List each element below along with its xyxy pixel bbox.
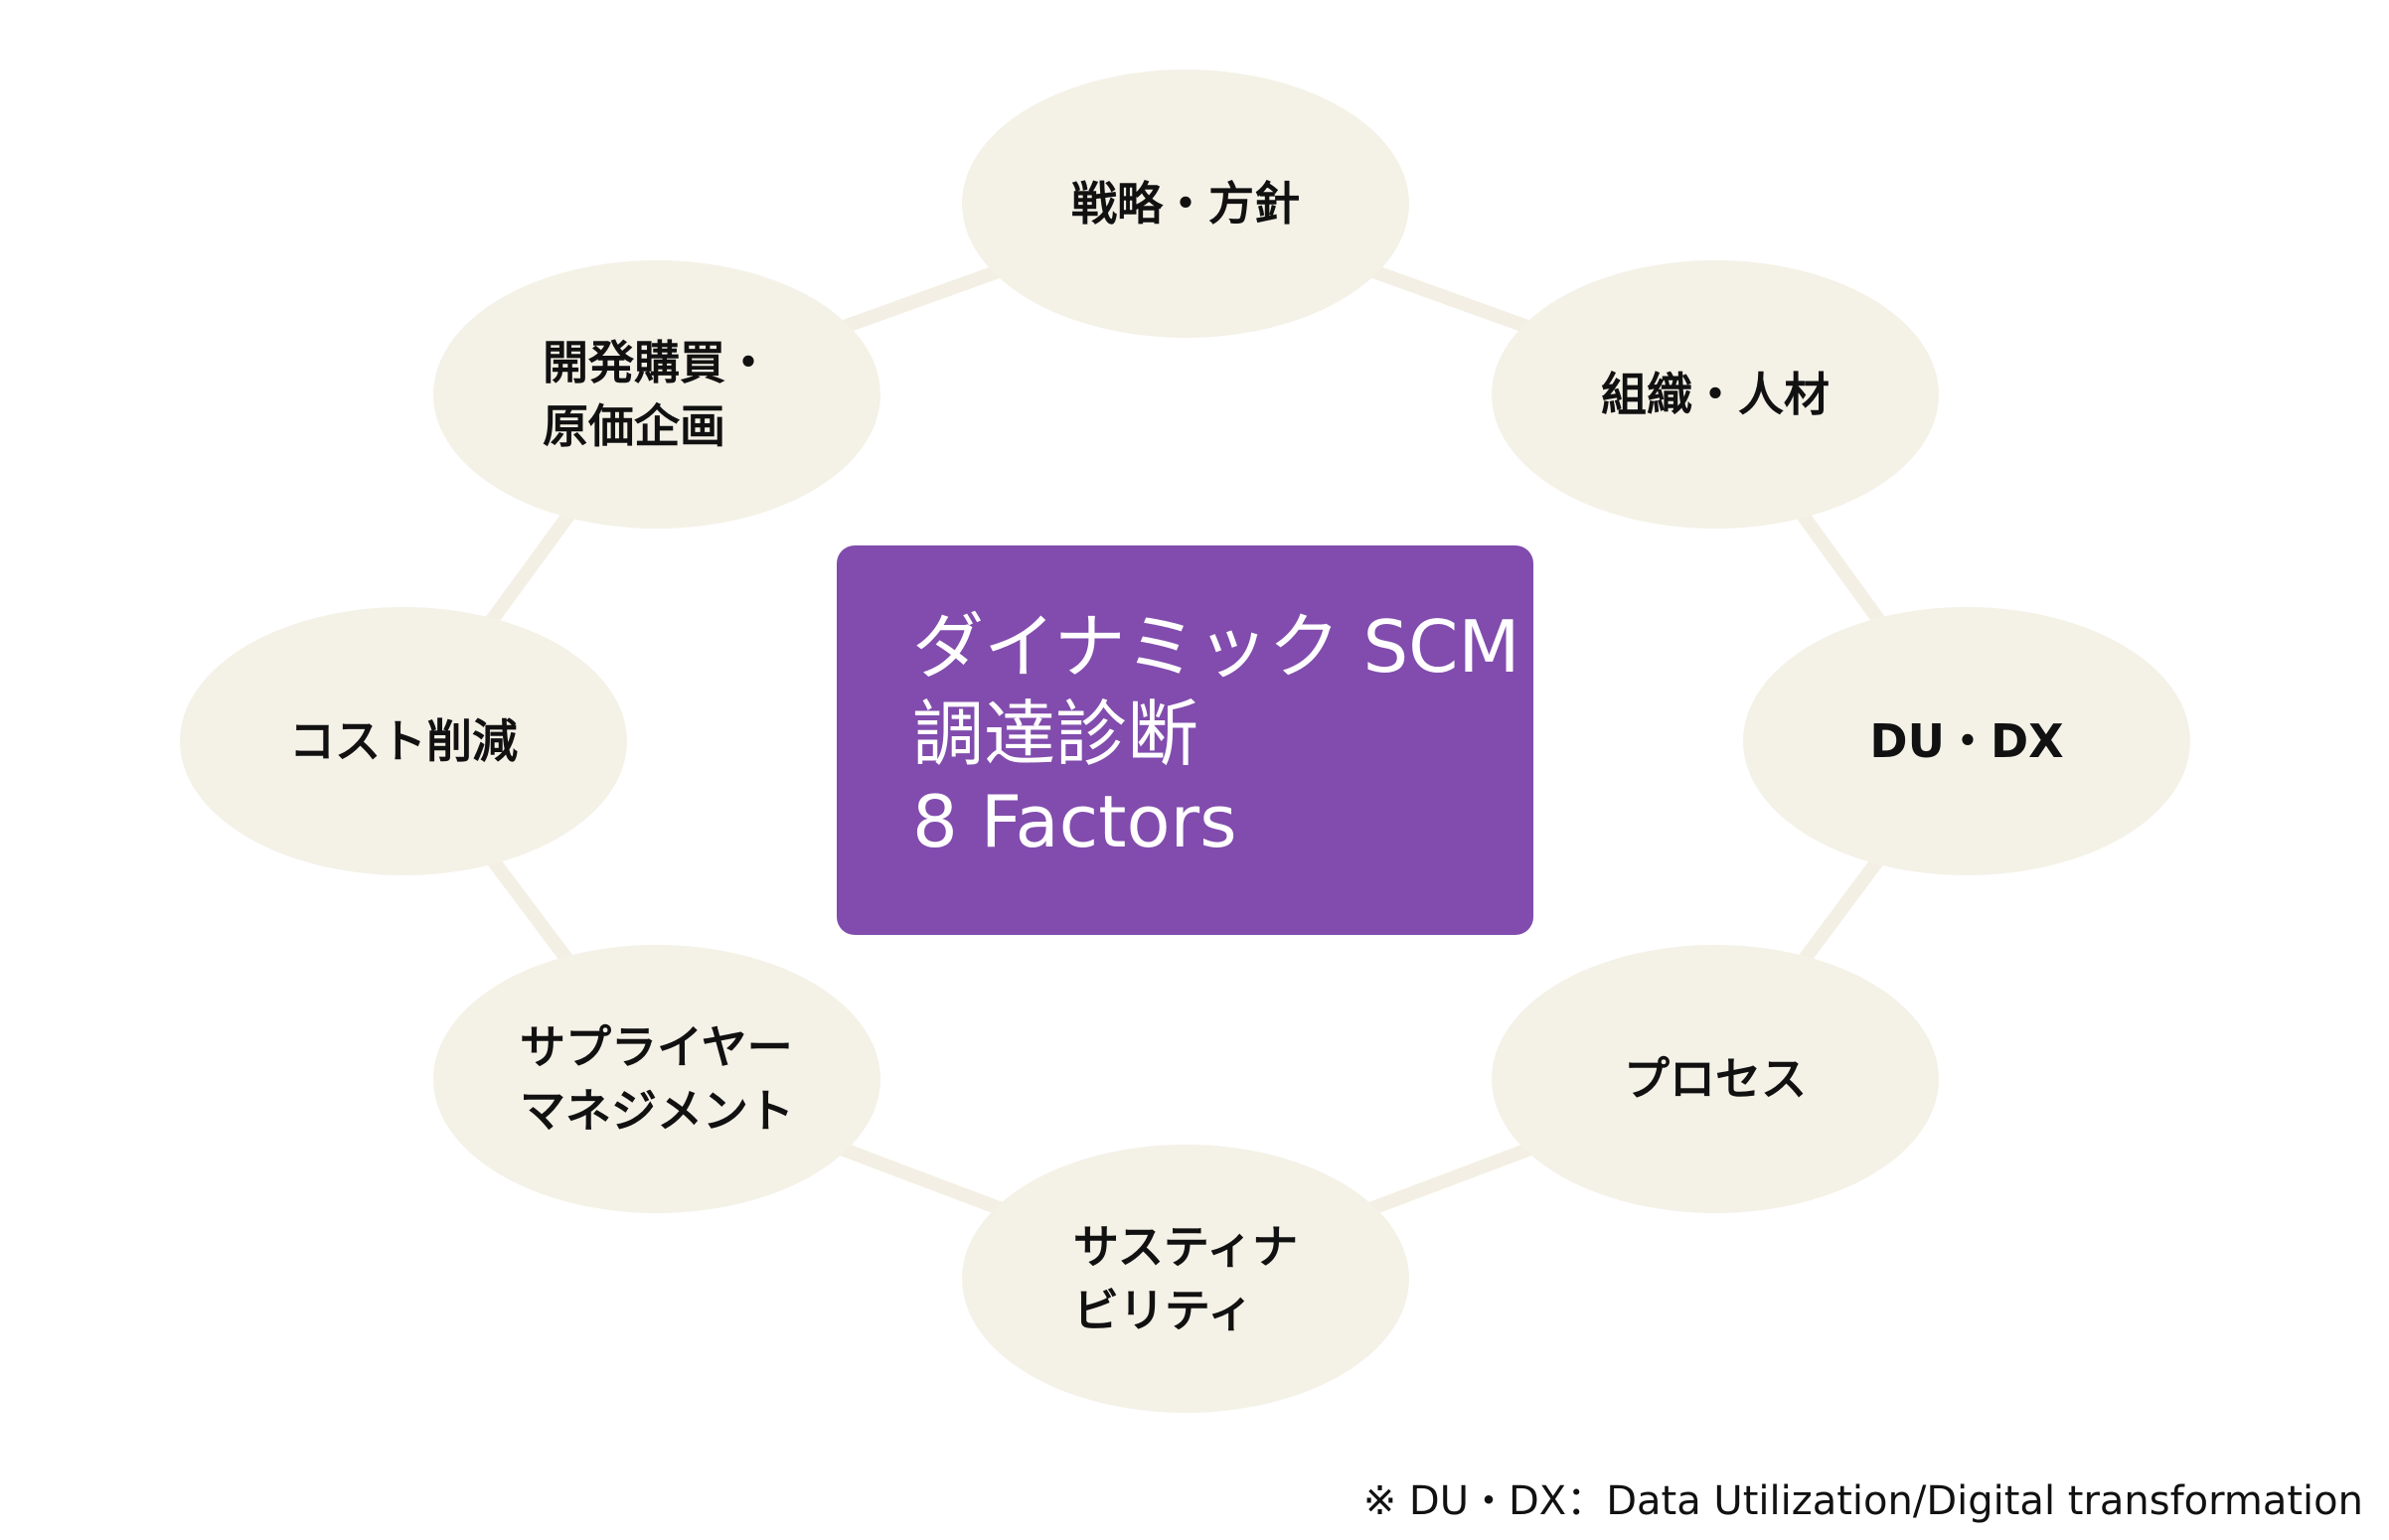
factor-process: プロセス	[1492, 945, 1939, 1213]
factor-label: ビリティ	[1072, 1284, 1254, 1337]
factor-label: プロセス	[1624, 1051, 1807, 1106]
footnote: ※ DU・DX：Data Utilization/Digital transfo…	[1362, 1478, 2363, 1524]
factor-cost-reduction: コスト削減	[180, 607, 627, 875]
factor-label: DU・DX	[1869, 713, 2064, 768]
factor-label: 組織・人材	[1601, 367, 1830, 421]
factor-supplier-management: サプライヤーマネジメント	[433, 945, 880, 1213]
factor-du-dx: DU・DX	[1743, 607, 2190, 875]
factor-sustainability: サスティナビリティ	[962, 1145, 1409, 1413]
center-title-box: ダイナミック SCM 調達診断 8 Factors	[837, 545, 1533, 935]
center-title-line: 調達診断	[912, 693, 1199, 776]
factor-organization: 組織・人材	[1492, 260, 1939, 529]
factor-label: マネジメント	[520, 1084, 794, 1138]
factor-label: サプライヤー	[520, 1019, 793, 1074]
center-title-line: 8 Factors	[912, 780, 1237, 863]
center-title-line: ダイナミック SCM	[912, 605, 1520, 689]
factor-label: コスト削減	[289, 713, 518, 768]
factor-label: サスティナ	[1072, 1219, 1299, 1274]
factor-label: 戦略・方針	[1071, 176, 1300, 231]
factor-development-purchasing: 開発購買・原価企画	[433, 260, 880, 529]
factor-label: 原価企画	[543, 399, 725, 453]
factor-strategy: 戦略・方針	[962, 70, 1409, 338]
factor-label: 開発購買・	[543, 335, 771, 389]
